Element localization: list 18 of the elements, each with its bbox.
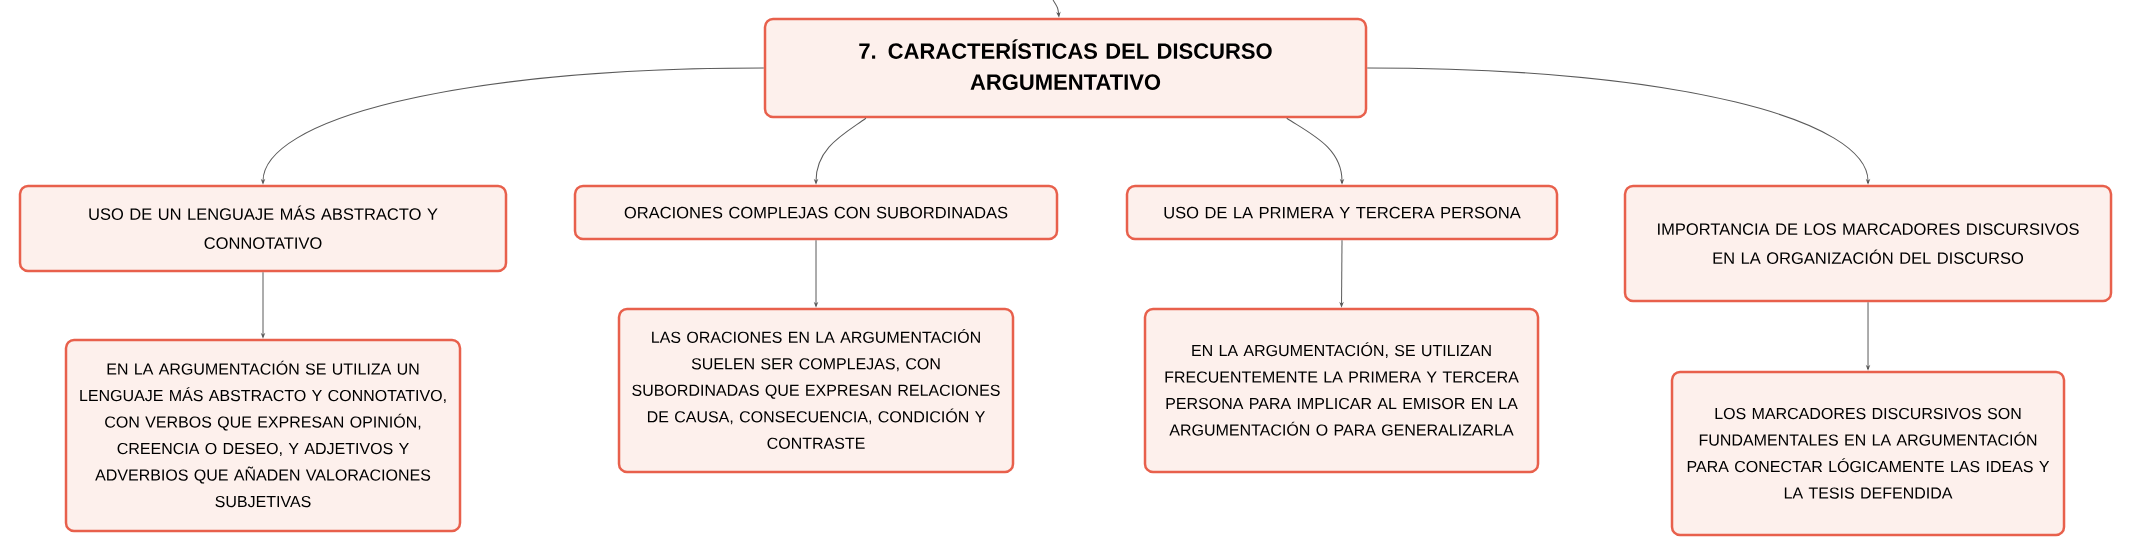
concept-box: USO DE UN LENGUAJE MÁS ABSTRACTO Y CONNOTATIVO (18, 184, 508, 273)
arrow (261, 67, 765, 184)
arrow (1052, 0, 1061, 17)
concept-box: ORACIONES COMPLEJAS CON SUBORDINADAS (573, 184, 1059, 241)
arrow (1366, 67, 1870, 184)
arrow (814, 117, 867, 184)
arrow (814, 239, 818, 307)
arrow (1286, 117, 1344, 184)
arrow (1339, 239, 1344, 307)
arrow (261, 271, 265, 338)
topic-box: 7. CARACTERÍSTICAS DEL DISCURSO ARGUMENTATIVO (763, 17, 1368, 119)
description-box: EN LA ARGUMENTACIÓN, SE UTILIZAN FRECUENTEMENTE LA PRIMERA Y TERCERA PERSONA PARA IMPLICAR AL EMISOR EN LA ARGUMENTACIÓN O PARA GENERALIZARLA (1143, 307, 1540, 474)
concept-box: IMPORTANCIA DE LOS MARCADORES DISCURSIVOS EN LA ORGANIZACIÓN DEL DISCURSO (1623, 184, 2113, 303)
description-box: EN LA ARGUMENTACIÓN SE UTILIZA UN LENGUAJE MÁS ABSTRACTO Y CONNOTATIVO, CON VERBOS QUE EXPRESAN OPINIÓN, CREENCIA O DESEO, Y ADJETIVOS Y ADVERBIOS QUE AÑADEN VALORACIONES SUBJETIVAS (64, 338, 462, 533)
concept-box: USO DE LA PRIMERA Y TERCERA PERSONA (1125, 184, 1559, 241)
description-box: LOS MARCADORES DISCURSIVOS SON FUNDAMENTALES EN LA ARGUMENTACIÓN PARA CONECTAR LÓGICAMENTE LAS IDEAS Y LA TESIS DEFENDIDA (1670, 370, 2066, 537)
description-box: LAS ORACIONES EN LA ARGUMENTACIÓN SUELEN SER COMPLEJAS, CON SUBORDINADAS QUE EXPRESAN RELACIONES DE CAUSA, CONSECUENCIA, CONDICIÓN Y CONTRASTE (617, 307, 1015, 474)
arrow (1866, 301, 1870, 370)
